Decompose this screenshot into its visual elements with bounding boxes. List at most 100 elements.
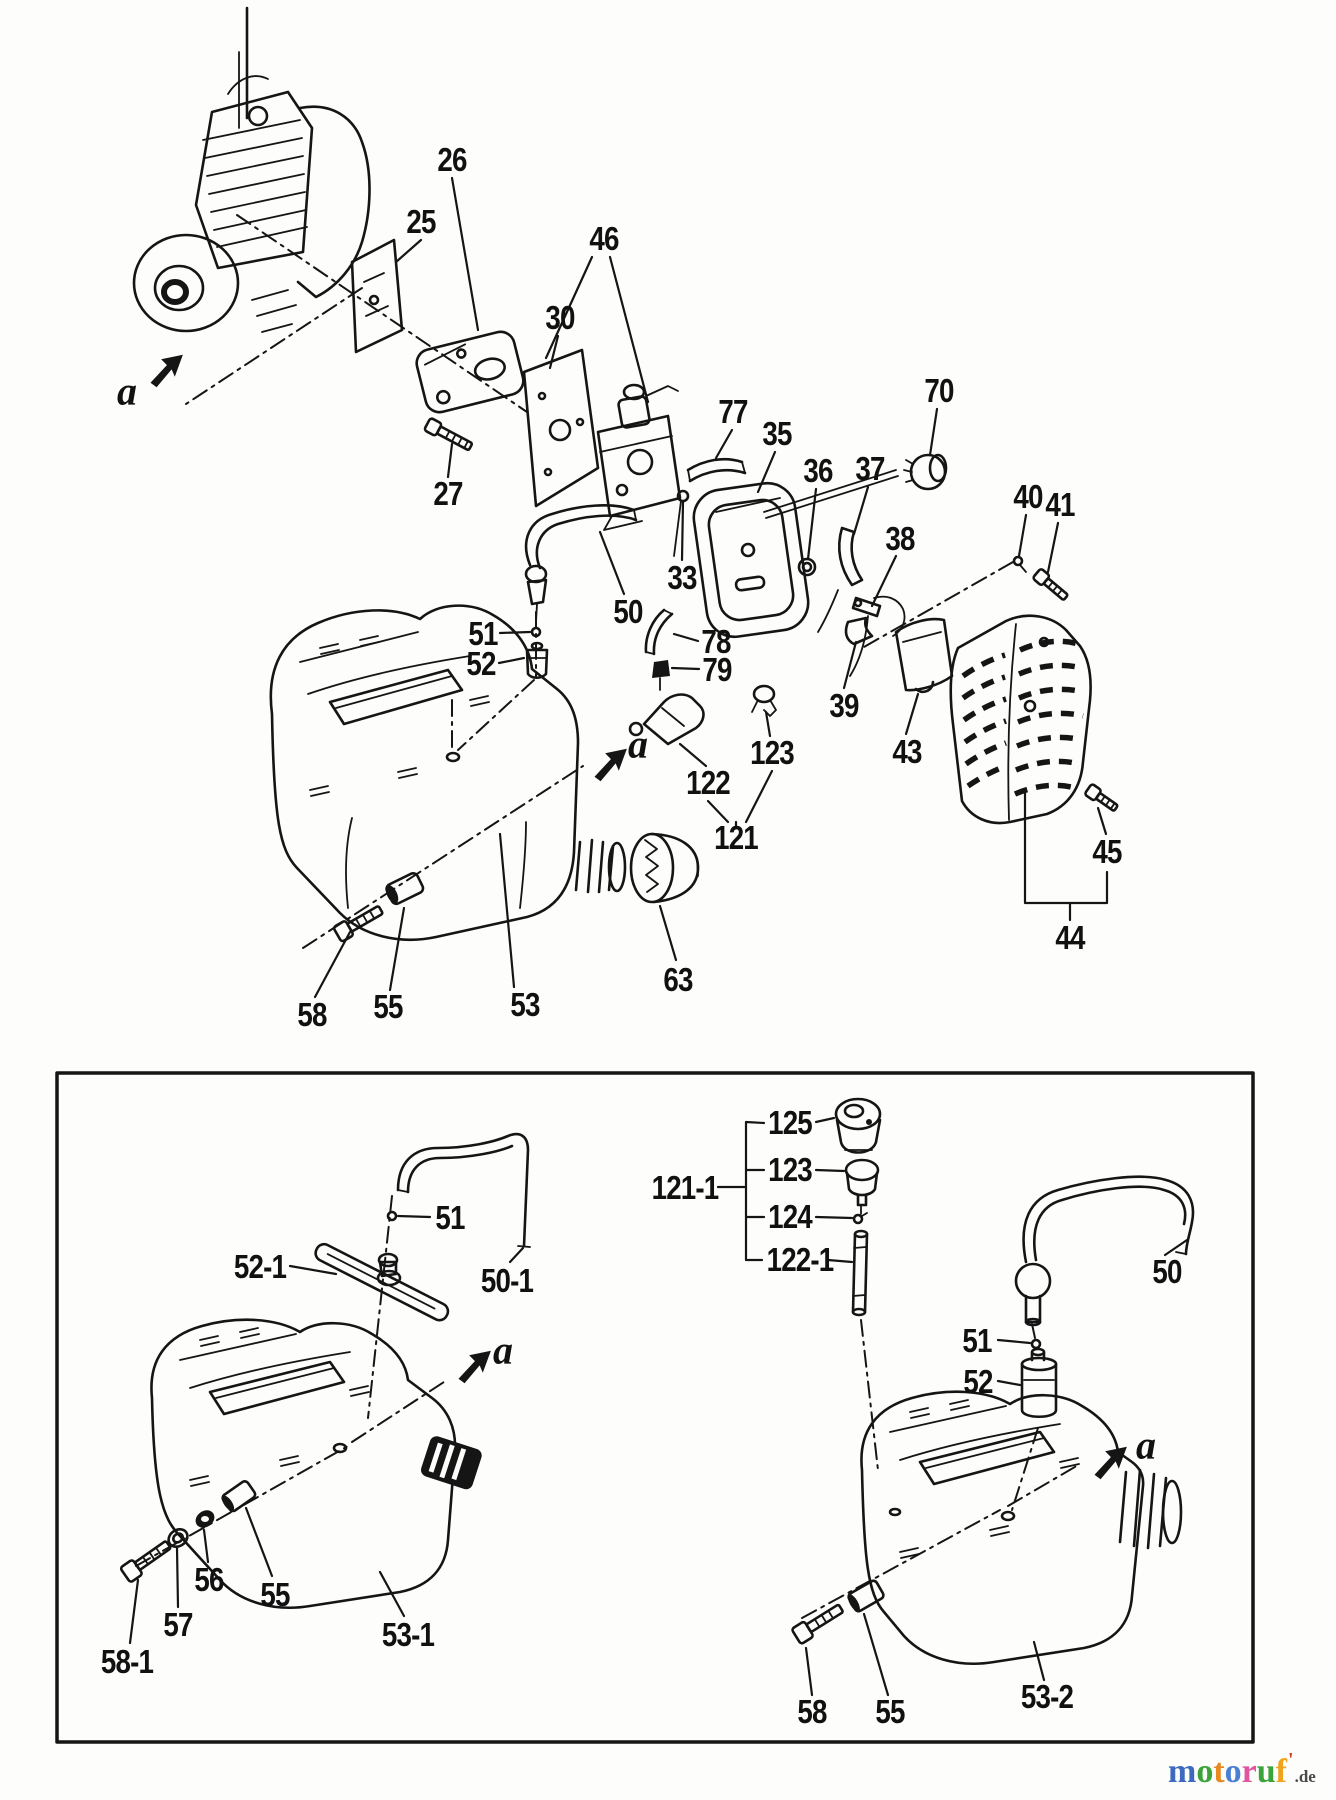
part-label-46: 46 [589, 220, 619, 257]
tube-122-1-drawing [851, 1229, 869, 1317]
logo-tick: ' [1288, 1749, 1294, 1771]
air-cleaner-cover-drawing [949, 614, 1092, 825]
throttle-wire-drawing [673, 489, 690, 557]
part-label-58-r: 58 [797, 1693, 827, 1730]
carburetor-drawing [596, 383, 682, 531]
bushing-55-right-drawing [847, 1579, 885, 1613]
fuel-pipe-drawing [686, 457, 747, 483]
a-arrow-icon [594, 748, 627, 782]
hose-clip-51-drawing [530, 626, 542, 638]
part-label-125: 125 [768, 1104, 813, 1141]
filter-element-drawing [894, 617, 954, 694]
weight-50-right-drawing [1014, 1262, 1052, 1327]
fuel-filter-52-right-drawing [1020, 1347, 1058, 1419]
fuel-tank-drawing [269, 604, 627, 941]
part-label-123-b: 123 [768, 1151, 813, 1188]
part-label-53-2: 53-2 [1020, 1678, 1074, 1715]
grommet-124-drawing [852, 1212, 868, 1225]
part-label-55-l: 55 [260, 1576, 290, 1613]
bolt-58-right-drawing [791, 1603, 844, 1645]
bolt-58-1-drawing [119, 1540, 172, 1583]
part-label-58-1: 58-1 [100, 1643, 154, 1680]
pin-40-drawing [1012, 555, 1027, 573]
part-label-124: 124 [768, 1198, 813, 1235]
part-label-122: 122 [686, 764, 731, 801]
part-label-122-1: 122-1 [766, 1241, 835, 1278]
part-label-26: 26 [437, 141, 467, 178]
hose-clip-51-right-drawing [1030, 1338, 1042, 1350]
part-label-55: 55 [373, 988, 403, 1025]
logo-letter: u [1256, 1753, 1276, 1790]
part-label-57: 57 [163, 1606, 193, 1643]
part-label-39: 39 [829, 687, 859, 724]
carb-gasket-drawing [522, 348, 600, 508]
tank-bushing-drawing [385, 872, 425, 906]
air-cleaner-base-drawing [692, 481, 810, 639]
screw-41-drawing [1032, 568, 1069, 601]
ref-label-a-1: a [117, 368, 137, 414]
part-label-55-r: 55 [875, 1693, 905, 1730]
part-label-43: 43 [892, 733, 922, 770]
pickup-valve-123-drawing [751, 684, 777, 717]
choke-lever-drawing [817, 526, 864, 633]
choke-knob-drawing [903, 453, 948, 491]
tank-cap-drawing [629, 832, 700, 904]
hose-50-1-drawing [396, 1132, 531, 1248]
cap-125-drawing [834, 1097, 882, 1154]
ref-label-a-2: a [628, 721, 648, 767]
part-label-45: 45 [1092, 833, 1122, 870]
part-label-56: 56 [194, 1561, 224, 1598]
variants-box [55, 1071, 1255, 1744]
part-label-41: 41 [1045, 486, 1075, 523]
part-label-51-r: 51 [962, 1322, 992, 1359]
logo-letter: o [1196, 1753, 1214, 1790]
hose-clip-51-left-drawing [386, 1210, 398, 1222]
a-arrow-icon [458, 1350, 491, 1384]
tank-53-2-drawing [860, 1390, 1183, 1666]
part-label-121-1: 121-1 [651, 1169, 720, 1206]
choke-rod-drawing [763, 469, 899, 519]
part-label-33: 33 [667, 559, 697, 596]
logo-letter: t [1213, 1753, 1225, 1790]
cover-screw-drawing [1084, 783, 1119, 812]
muffler-gasket-drawing [350, 238, 404, 354]
part-label-52-r: 52 [963, 1363, 993, 1400]
ref-label-a-4: a [1136, 1422, 1156, 1468]
tank-53-1-drawing [150, 1318, 482, 1610]
link-38-drawing [849, 596, 882, 677]
part-label-25: 25 [406, 203, 436, 240]
part-label-77: 77 [718, 393, 748, 430]
part-label-37: 37 [855, 450, 885, 487]
part-label-50: 50 [613, 593, 643, 630]
washer-56-drawing [195, 1510, 215, 1528]
a-arrow-icon [1094, 1446, 1127, 1480]
part-label-38: 38 [885, 520, 915, 557]
part-label-35: 35 [762, 415, 792, 452]
logo-letter: r [1241, 1753, 1257, 1790]
part-label-53-1: 53-1 [381, 1616, 435, 1653]
part-label-52-1: 52-1 [233, 1248, 287, 1285]
part-label-51: 51 [468, 615, 498, 652]
leader-lines-bottom [128, 1116, 1189, 1697]
nut-36-drawing [797, 557, 817, 577]
part-label-70: 70 [924, 372, 954, 409]
part-label-40: 40 [1013, 478, 1043, 515]
part-label-50-r: 50 [1152, 1253, 1182, 1290]
part-label-50-1: 50-1 [480, 1262, 534, 1299]
part-label-53: 53 [510, 986, 540, 1023]
logo-letter: m [1168, 1753, 1197, 1790]
ref-label-a-3: a [493, 1327, 513, 1373]
part-label-78: 78 [701, 623, 731, 660]
logo-domain-suffix: .de [1294, 1767, 1316, 1786]
pickup-body-122-drawing [628, 693, 705, 746]
part-label-51-l: 51 [435, 1199, 465, 1236]
part-label-44: 44 [1055, 919, 1085, 956]
fuel-hose-drawing [524, 504, 638, 623]
part-label-27: 27 [433, 475, 463, 512]
grommet-79-drawing [652, 660, 670, 691]
part-label-36: 36 [803, 452, 833, 489]
bushing-55-left-drawing [221, 1480, 257, 1513]
